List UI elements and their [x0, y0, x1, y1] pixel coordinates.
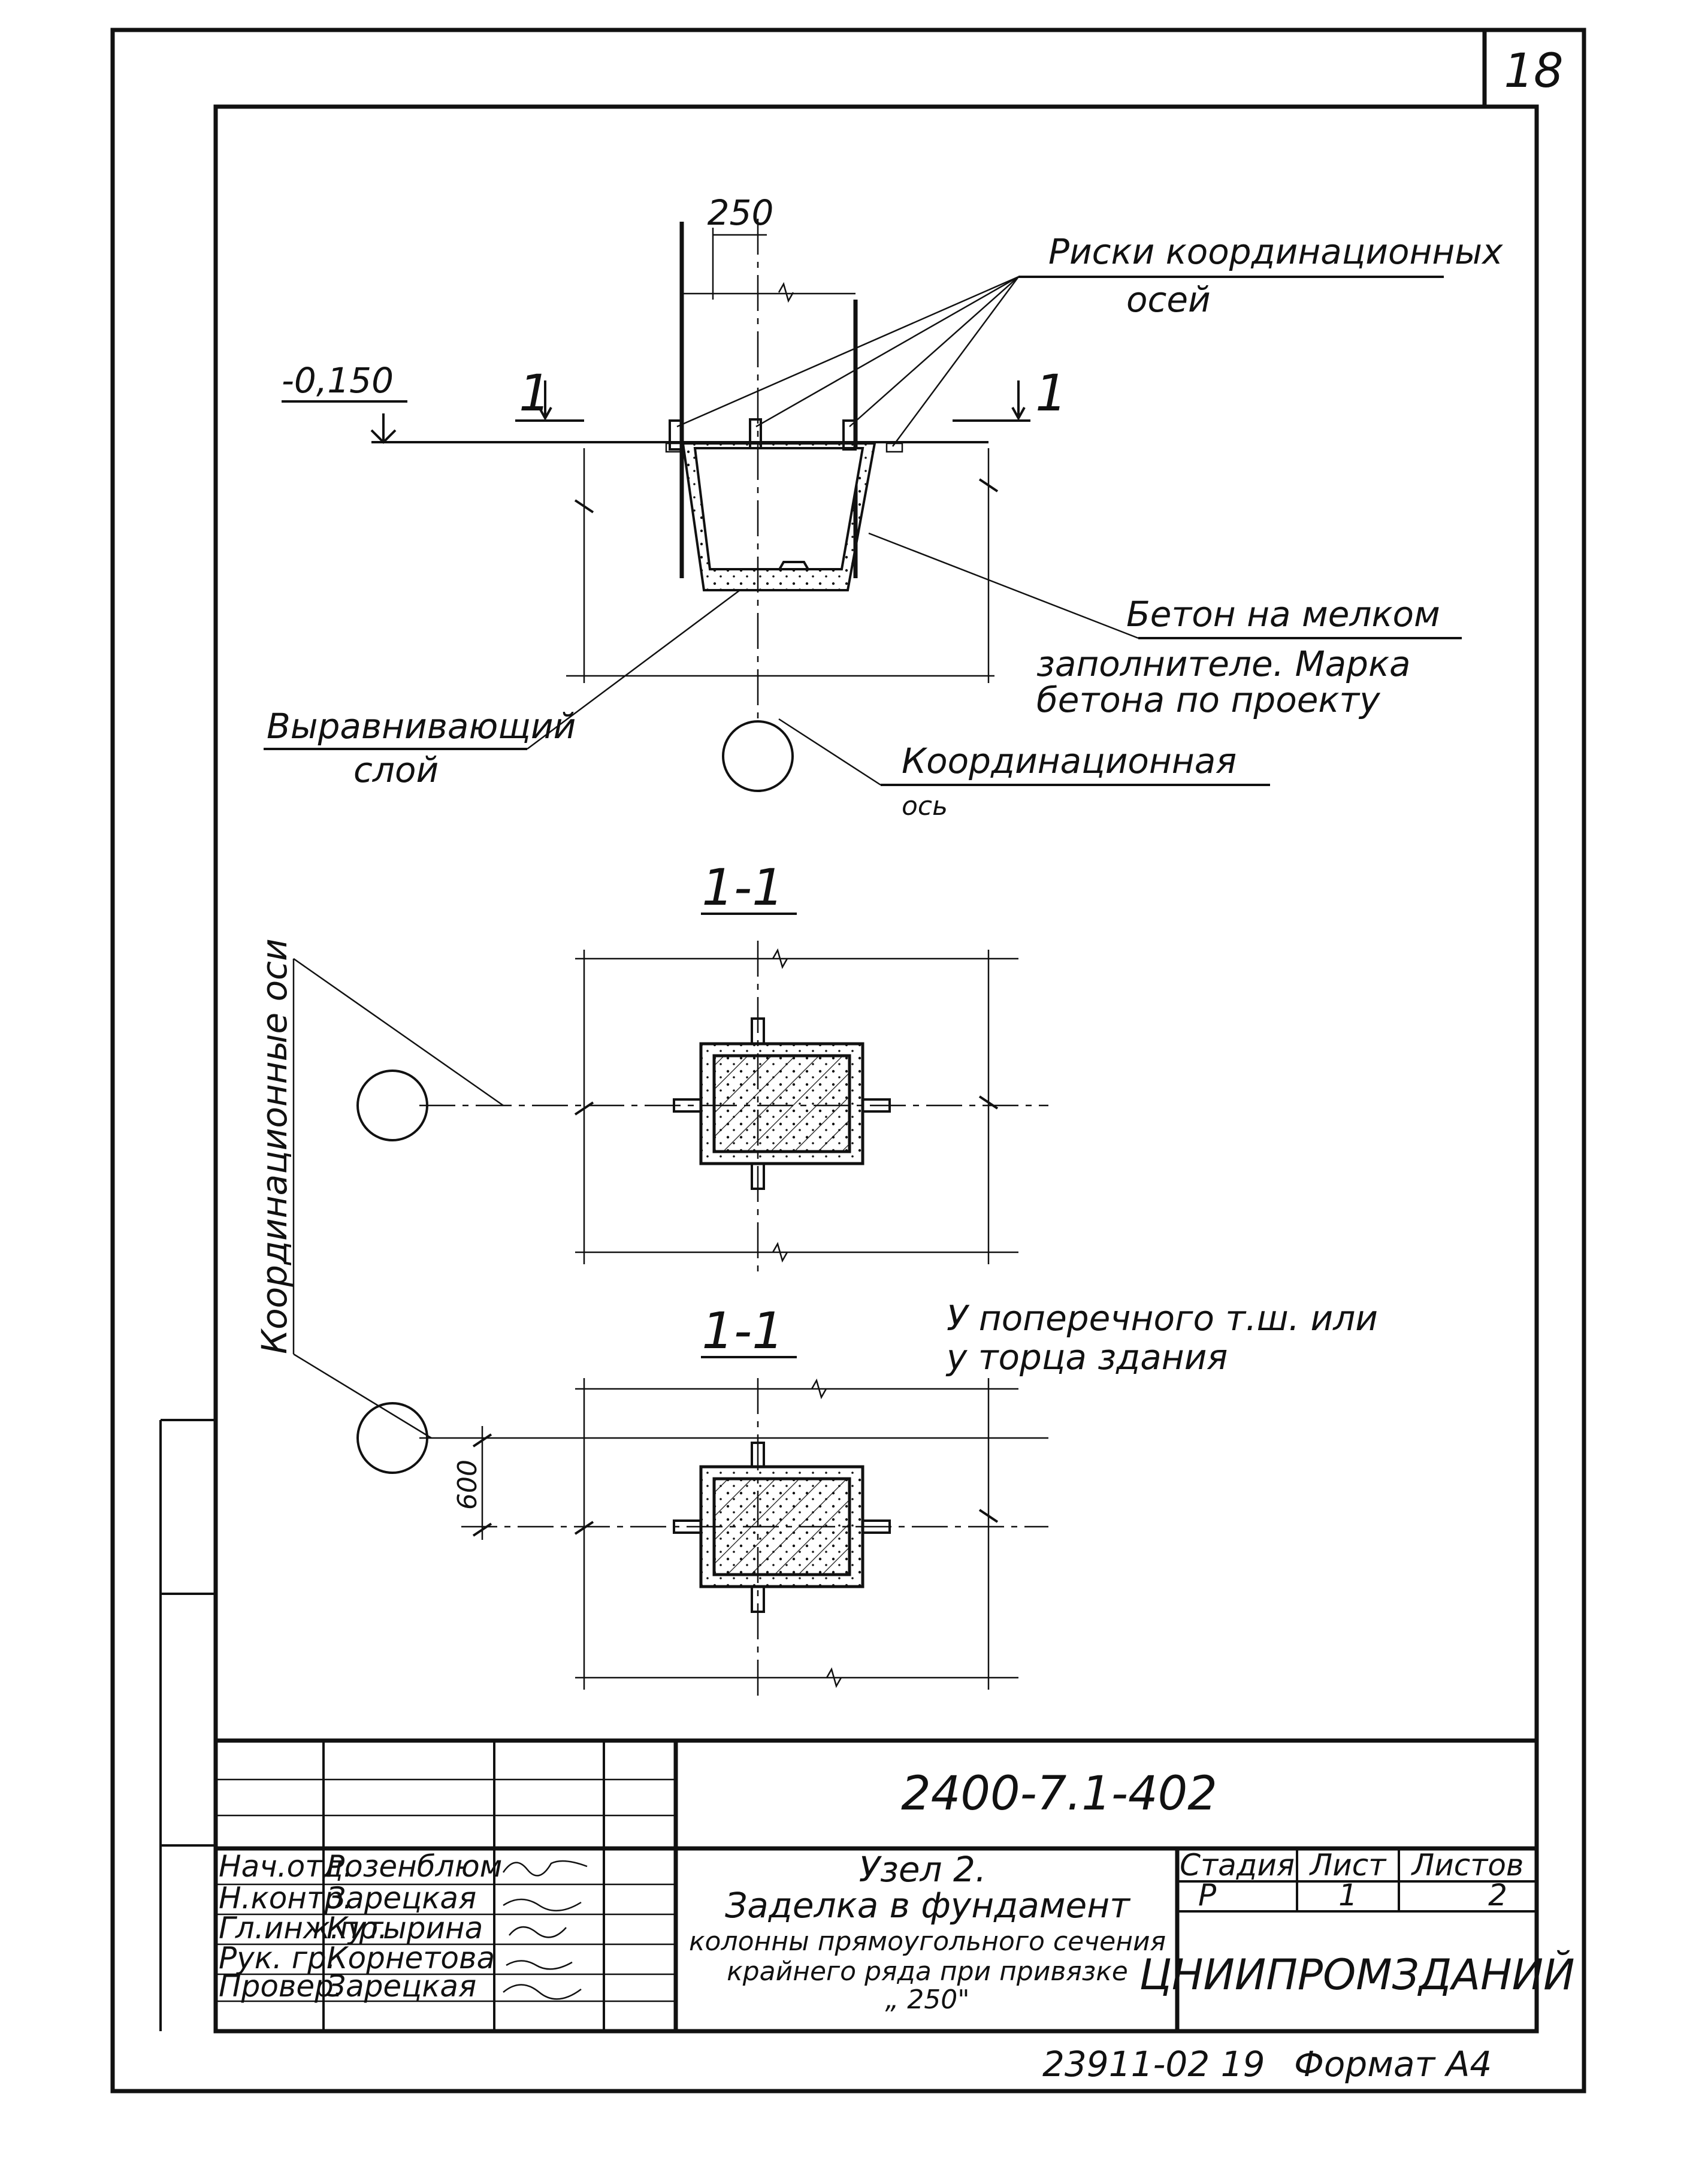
name-3: Кутырина	[327, 1911, 483, 1945]
inner-frame	[213, 104, 1539, 2034]
signature-1	[502, 1860, 588, 1877]
break-mark	[778, 282, 794, 303]
callout-concrete-l1: Бетон на мелком	[1126, 594, 1440, 635]
role-2: Н.контр.	[219, 1881, 353, 1916]
axis-bubble-bottom	[356, 1402, 428, 1474]
organization: ЦНИИПРОМЗДАНИЙ	[1139, 1950, 1575, 1999]
callout-risks-l2: осей	[1126, 279, 1211, 320]
sheet-header: Лист	[1309, 1848, 1387, 1883]
column-plan-2	[712, 1477, 851, 1576]
stage-value: Р	[1198, 1878, 1217, 1913]
risk-mark-center	[749, 418, 762, 449]
stage-header: Стадия	[1180, 1848, 1295, 1883]
signature-5	[503, 1984, 582, 2000]
dim-250: 250	[708, 192, 774, 233]
name-5: Зарецкая	[327, 1969, 476, 2004]
dim-600: 600	[452, 1460, 483, 1510]
role-5: Провер.	[219, 1969, 343, 2004]
section-mark-right: 1	[1035, 364, 1067, 422]
elevation-label: -0,150	[282, 360, 394, 401]
title-line3: колонны прямоугольного сечения	[689, 1926, 1166, 1957]
name-1: Розенблюм	[327, 1849, 502, 1884]
note-line1: У поперечного т.ш. или	[947, 1298, 1378, 1339]
section-mark-left: 1	[519, 364, 551, 422]
callout-risks-l1: Риски координационных	[1048, 231, 1503, 272]
name-2: Зарецкая	[327, 1881, 476, 1916]
section-title-1: 1-1	[702, 858, 784, 917]
title-line2: Заделка в фундамент	[725, 1885, 1131, 1926]
title-block: 2400-7.1-402 Нач.отд. Розенблюм Н.контр.…	[216, 1738, 1575, 2031]
sheet-number: 18	[1504, 44, 1563, 98]
callout-leveling-l2: слой	[353, 750, 439, 790]
signature-3	[509, 1926, 567, 1938]
title-line1: Узел 2.	[859, 1849, 987, 1890]
column-plan-1	[712, 1054, 851, 1153]
inventory-number: 23911-02 19	[1042, 2044, 1265, 2085]
axes-label-group: Координационные оси	[254, 938, 504, 1439]
leveling-pad	[778, 561, 810, 571]
role-4: Рук. гр.	[219, 1941, 336, 1975]
role-3: Гл.инж.пр.	[219, 1911, 388, 1945]
note-line2: у торца здания	[945, 1337, 1228, 1377]
title-line4: крайнего ряда при привязке	[727, 1956, 1128, 1987]
callout-axis-l1: Координационная	[902, 741, 1237, 781]
role-1: Нач.отд.	[219, 1849, 353, 1884]
section-2-plan: 1-1 У поперечного т.ш. или у торца здани…	[356, 1298, 1378, 1696]
format-label: Формат А4	[1294, 2044, 1492, 2085]
doc-code: 2400-7.1-402	[901, 1767, 1217, 1821]
axes-label: Координационные оси	[254, 938, 295, 1354]
callout-leveling-l1: Выравнивающий	[267, 706, 576, 747]
axis-bubble-mid	[356, 1070, 428, 1141]
section-title-2: 1-1	[702, 1301, 784, 1360]
title-line5: „ 250"	[885, 1984, 969, 2015]
sheet-value: 1	[1338, 1878, 1358, 1913]
sheets-value: 2	[1488, 1878, 1507, 1913]
callout-axis-l2: ось	[902, 791, 948, 821]
risk-mark-right	[842, 419, 857, 451]
column-in-socket	[693, 447, 864, 570]
sheets-header: Листов	[1411, 1848, 1524, 1883]
risk-mark-left	[669, 419, 683, 451]
signature-4	[506, 1960, 573, 1970]
name-4: Корнетова	[327, 1941, 495, 1975]
callout-concrete-l2: заполнителе. Марка	[1036, 644, 1411, 684]
callout-concrete-l3: бетона по проекту	[1036, 679, 1380, 720]
axis-bubble-top	[722, 720, 794, 792]
binding-strip	[159, 1419, 216, 2031]
signature-2	[503, 1898, 582, 1912]
section-1-plan: 1-1	[356, 858, 1048, 1276]
foundation-elevation: 250 -0,150 1 1 Риски координационных осе…	[264, 192, 1503, 821]
outer-frame	[110, 28, 1586, 2093]
